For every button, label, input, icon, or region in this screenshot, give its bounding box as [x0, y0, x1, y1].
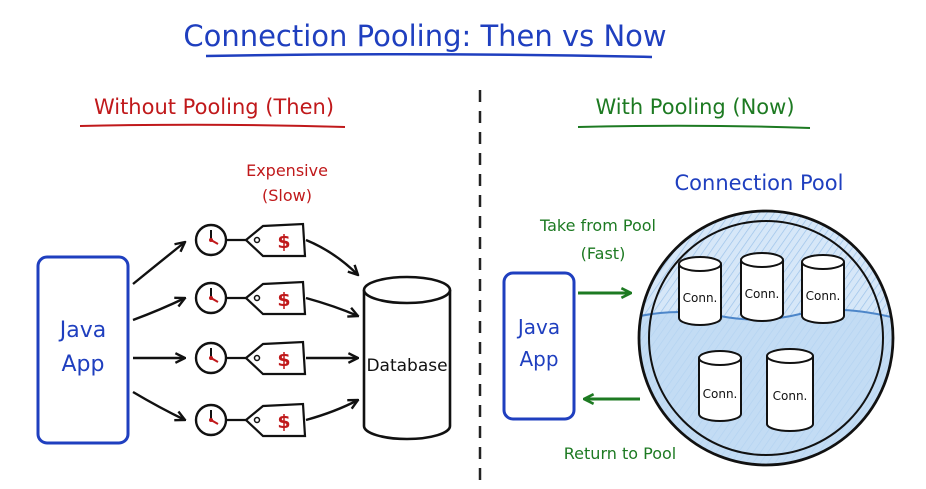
connection-pool: Conn. Conn. Conn. Conn. Conn.	[637, 209, 895, 467]
price-tag-icon: $	[244, 222, 307, 258]
connection-cylinder: Conn.	[740, 252, 784, 322]
arrow-icon	[132, 298, 185, 322]
clock-icon	[194, 281, 228, 315]
cost-label-line1: Expensive	[246, 161, 328, 180]
arrow-icon	[305, 400, 358, 422]
page-title: Connection Pooling: Then vs Now	[183, 19, 666, 53]
cost-row-2: $	[194, 280, 307, 316]
connection-label: Conn.	[806, 289, 841, 303]
connection-cylinder: Conn.	[698, 350, 742, 422]
app-to-clock-arrows	[132, 242, 185, 420]
connection-label: Conn.	[683, 291, 718, 305]
tag-symbol: $	[277, 289, 290, 311]
right-heading: With Pooling (Now)	[595, 95, 794, 119]
arrow-icon	[132, 242, 185, 285]
take-label-line2: (Fast)	[581, 244, 626, 263]
title-underline	[205, 52, 653, 59]
cost-row-1: $	[194, 222, 307, 258]
cost-row-3: $	[194, 340, 307, 376]
return-label: Return to Pool	[564, 444, 676, 463]
clock-icon	[194, 223, 228, 257]
price-tag-icon: $	[244, 340, 307, 376]
java-app-right-line2: App	[519, 347, 558, 371]
left-heading: Without Pooling (Then)	[94, 95, 334, 119]
database-cylinder: Database	[362, 275, 452, 441]
arrow-icon	[305, 296, 358, 316]
tag-to-db-arrows	[305, 238, 358, 422]
cost-label-line2: (Slow)	[262, 186, 312, 205]
tag-symbol: $	[277, 349, 290, 371]
clock-icon	[194, 403, 228, 437]
database-label: Database	[366, 356, 447, 376]
pool-label: Connection Pool	[675, 171, 844, 195]
cost-row-4: $	[194, 402, 307, 438]
right-heading-underline	[577, 124, 811, 129]
price-tag-icon: $	[244, 280, 307, 316]
arrow-icon	[305, 238, 358, 275]
take-label-line1: Take from Pool	[539, 216, 656, 235]
connection-cylinder: Conn.	[801, 254, 845, 324]
java-app-left-line1: Java	[58, 318, 106, 343]
tag-symbol: $	[277, 411, 290, 433]
connection-label: Conn.	[745, 287, 780, 301]
arrow-icon	[132, 390, 185, 420]
connection-cylinder: Conn.	[766, 348, 814, 432]
clock-icon	[194, 341, 228, 375]
tag-symbol: $	[277, 231, 290, 253]
java-app-right-line1: Java	[516, 315, 560, 339]
connection-label: Conn.	[773, 389, 808, 403]
price-tag-icon: $	[244, 402, 307, 438]
java-app-box-left	[36, 255, 130, 445]
left-heading-underline	[79, 123, 346, 128]
connection-cylinder: Conn.	[678, 256, 722, 326]
java-app-left-line2: App	[62, 352, 105, 377]
java-app-box-right	[502, 271, 576, 421]
connection-label: Conn.	[703, 387, 738, 401]
